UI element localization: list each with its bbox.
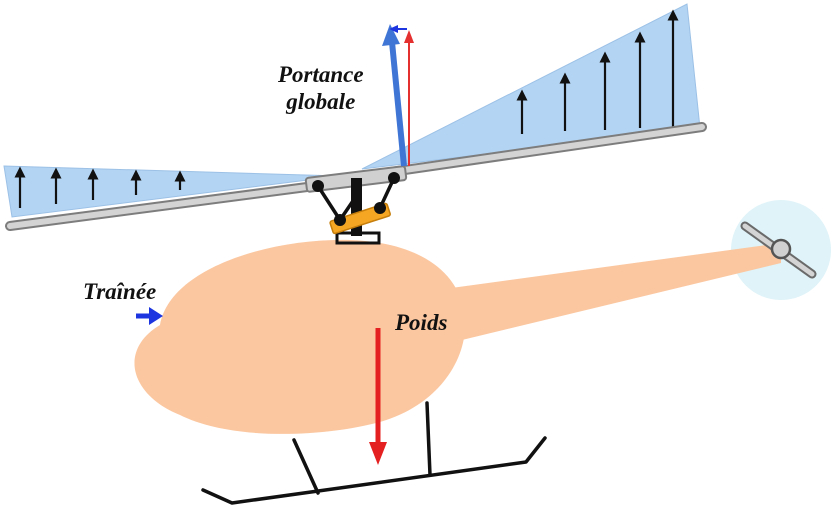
lift-global-arrowhead	[382, 24, 400, 46]
skid-strut-front	[292, 438, 320, 495]
rotor-mast	[351, 178, 362, 236]
pitch-link-joint	[312, 180, 324, 192]
weight-label: Poids	[395, 310, 448, 335]
right-blade-highlight	[367, 124, 705, 178]
left-blade-lift-arrows	[14, 166, 186, 208]
pitch-link	[316, 184, 342, 222]
right-blade-lift-area	[361, 3, 701, 170]
drag-label: Traînée	[83, 279, 157, 304]
lift-label: Portance globale	[278, 61, 364, 115]
left-blade-highlight	[7, 181, 333, 229]
main-rotor	[3, 3, 707, 231]
drag-vector	[136, 307, 163, 325]
lift-horizontal-arrowhead	[389, 25, 398, 33]
lift-label-line-1: Portance	[278, 62, 364, 87]
right-blade-lift-arrows	[516, 9, 679, 134]
skid-rail	[201, 436, 547, 505]
lift-global-vector	[389, 41, 407, 167]
tail-rotor-hub	[770, 238, 792, 260]
drag-arrowhead	[149, 307, 163, 325]
rotor-mast-assembly	[312, 172, 400, 245]
pitch-link-joint	[374, 202, 386, 214]
lift-label-line-2: globale	[286, 89, 356, 114]
weight-arrowhead	[369, 442, 387, 465]
tail-rotor	[740, 221, 817, 279]
pitch-link-joint	[388, 172, 400, 184]
mast-base	[335, 231, 381, 245]
lift-vector	[382, 24, 414, 167]
pitch-link-joint	[334, 214, 346, 226]
tail-boom	[400, 243, 781, 355]
fuselage	[134, 239, 466, 434]
weight-vector	[369, 328, 387, 465]
lift-reference-arrowhead	[404, 30, 414, 43]
landing-skids	[201, 401, 547, 505]
fuselage-cabin	[134, 239, 466, 434]
skid-strut-rear	[425, 401, 432, 477]
